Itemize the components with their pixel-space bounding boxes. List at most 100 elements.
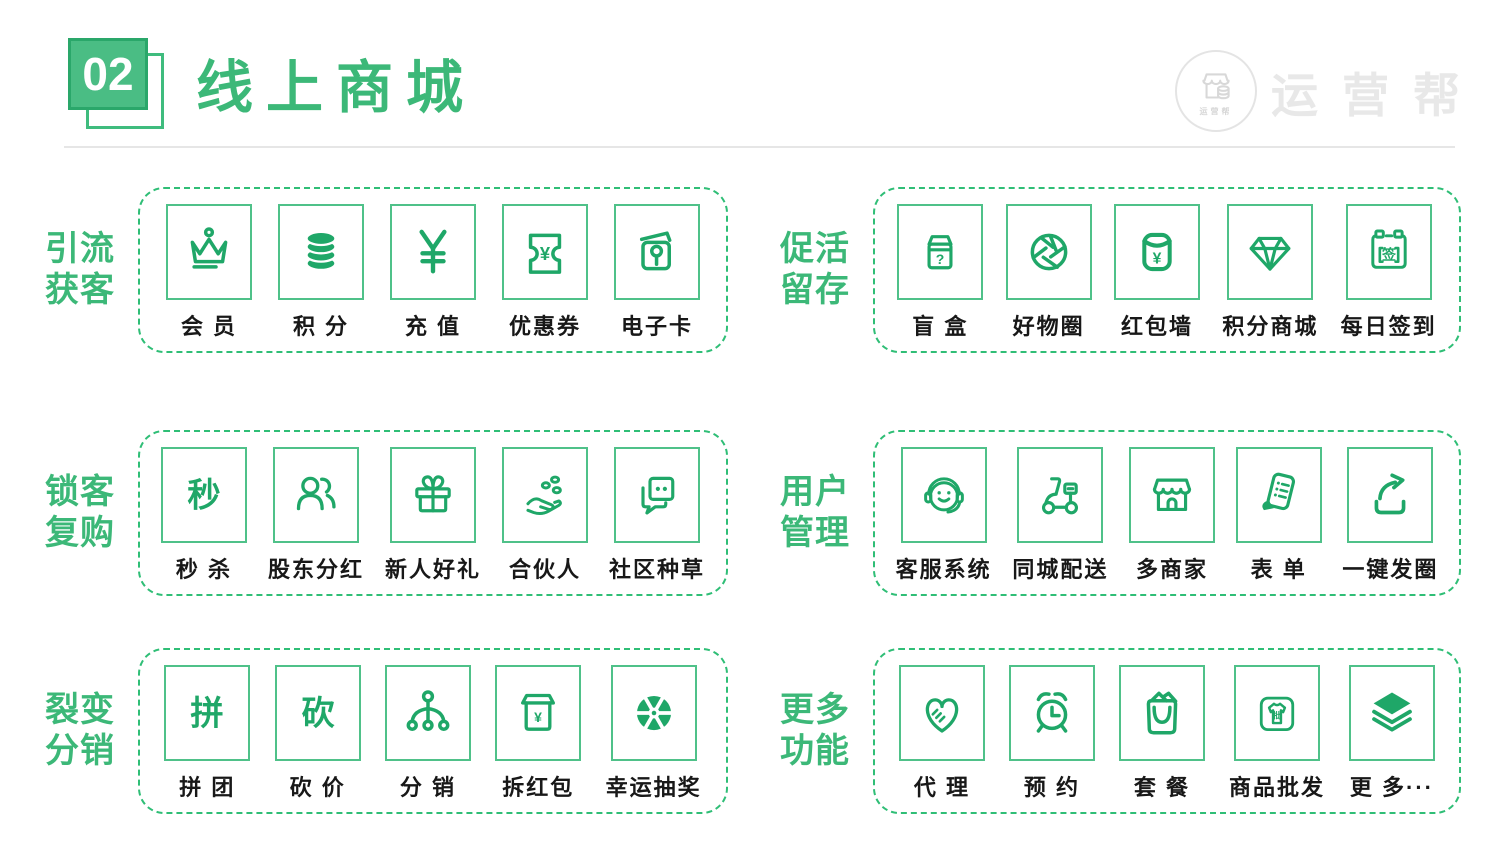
feature-form: 表 单 [1235,446,1322,584]
feature-booking: 预 约 [1008,664,1095,802]
feature-panel: 代 理 预 约 套 餐 [873,648,1461,814]
feature-icon-box [1008,664,1095,761]
feature-label: 拆红包 [502,774,575,800]
open-red-packet-icon: ¥ [521,693,556,731]
char-glyph-icon: 秒 [187,477,220,514]
feature-partner: 合伙人 [501,446,588,584]
feature-panel: 秒 秒 杀 股东分红 [138,430,728,596]
feature-label: 表 单 [1250,556,1307,582]
feature-label: 会 员 [180,313,238,339]
group-title-line2: 留存 [780,271,850,309]
feature-icon-box [278,203,364,300]
diamond-icon [1249,236,1291,271]
feature-label: 多商家 [1135,556,1208,582]
feature-community-seeding: 社区种草 [609,446,705,584]
group-title-line1: 锁客 [45,472,115,511]
blind-box-icon: ? [927,234,953,269]
feature-daily-checkin: 签 每日签到 [1341,203,1437,341]
group-title: 引流 获客 [45,229,121,312]
feature-points-mall: 积分商城 [1222,203,1319,341]
group-title-line2: 分销 [45,732,115,770]
group-title-line1: 用户 [780,472,850,511]
layers-icon [1372,691,1412,732]
feature-label: 预 约 [1023,774,1081,800]
feature-label: 好物圈 [1012,313,1085,339]
group-title-line1: 引流 [45,229,115,268]
crown-icon [190,226,228,269]
section-number-badge: 02 [68,38,238,138]
storefront-logo-icon [1202,72,1230,99]
form-icon [1261,472,1295,510]
feature-icon-box [390,203,476,300]
feature-agent: 代 理 [898,664,985,802]
aperture-icon [1030,233,1068,270]
handshake-heart-icon [925,697,959,733]
feature-icon-box: ¥ [1113,203,1200,300]
checkin-calendar-icon: 签 [1370,229,1407,269]
feature-icon-box [1129,446,1215,543]
coupon-ticket-icon: ¥ [528,233,562,274]
feature-flash-sale: 秒 秒 杀 [160,446,247,584]
section-lock-repurchase: 锁客 复购 秒 秒 杀 股东分红 [45,430,728,596]
red-envelope-icon: ¥ [1142,232,1172,271]
brand-logo-circle: 运营帮 [1175,50,1257,132]
feature-shareholder-dividend: 股东分红 [267,446,364,584]
feature-label: 同城配送 [1012,556,1109,582]
shopping-bag-icon [1146,691,1178,734]
char-glyph-icon: 拼 [191,695,224,732]
feature-label: 电子卡 [620,313,693,339]
group-title: 用户 管理 [780,472,856,555]
lucky-wheel-icon [634,695,673,730]
feature-label: 客服系统 [895,556,992,582]
feature-icon-box [1235,446,1322,543]
feature-label: 股东分红 [267,556,364,582]
badge-number: 02 [68,38,148,110]
feature-label: 幸运抽奖 [605,774,702,800]
feature-icon-box [1348,664,1435,761]
feature-icon-box [900,446,987,543]
group-title-line1: 促活 [780,229,850,268]
yen-icon [419,229,447,273]
feature-label: 新人好礼 [384,556,481,582]
delivery-scooter-icon [1042,476,1079,514]
feature-newcomer-gift: 新人好礼 [384,446,481,584]
storefront-icon [1152,478,1192,511]
feature-label: 盲 盒 [912,313,969,339]
svg-text:批: 批 [1273,709,1282,720]
hand-coins-icon [526,475,562,515]
svg-text:¥: ¥ [534,708,542,724]
group-title-line1: 更多 [780,690,850,729]
feature-customer-service: 客服系统 [895,446,992,584]
page-title: 线上商城 [196,56,476,120]
feature-ecard: 电子卡 [614,203,700,341]
group-title: 裂变 分销 [45,690,121,773]
feature-label: 拼 团 [179,774,236,800]
feature-lucky-draw: 幸运抽奖 [605,664,702,802]
feature-icon-box [501,446,588,543]
feature-label: 合伙人 [508,556,581,582]
section-activation-retention: 促活 留存 ? 盲 盒 好物圈 [780,187,1461,353]
feature-icon-box: ? [897,203,984,300]
feature-points: 积 分 [278,203,364,341]
feature-bargain: 砍 砍 价 [274,664,361,802]
feature-distribution: 分 销 [384,664,471,802]
feature-icon-box [1118,664,1205,761]
feature-label: 优惠券 [508,313,581,339]
feature-one-click-share: 一键发圈 [1342,446,1438,584]
section-traffic-acquisition: 引流 获客 会 员 [45,187,728,353]
network-icon [406,689,450,731]
svg-text:¥: ¥ [1153,250,1162,267]
feature-icon-box: 签 [1345,203,1432,300]
feature-icon-box: ¥ [502,203,588,300]
group-title-line1: 裂变 [45,690,115,729]
chat-bubbles-icon [641,476,675,515]
svg-text:?: ? [936,250,945,266]
header-divider [64,146,1455,148]
svg-text:拼: 拼 [191,695,224,732]
feature-label: 积分商城 [1222,313,1319,339]
char-glyph-icon: 砍 [301,695,335,732]
feature-label: 积 分 [292,313,350,339]
group-title-line2: 管理 [780,514,850,552]
feature-icon-box [898,664,985,761]
